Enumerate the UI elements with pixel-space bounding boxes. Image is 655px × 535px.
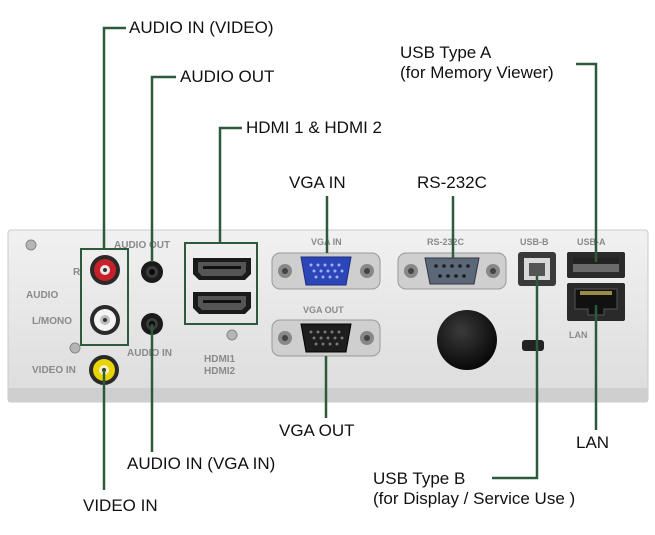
panel-label-hdmi2: HDMI2: [204, 366, 236, 377]
vga-in-port: [271, 252, 381, 290]
callout-usb-a: USB Type A (for Memory Viewer): [400, 43, 554, 83]
leader-audio-out: [150, 75, 176, 262]
leader-audio-in-video: [102, 26, 126, 249]
panel-label-video-in: VIDEO IN: [32, 365, 76, 376]
panel-label-audio-out: AUDIO OUT: [114, 240, 170, 251]
callout-usb-b-line2: (for Display / Service Use ): [373, 489, 576, 508]
lan-port: [567, 283, 625, 321]
panel-label-audio: AUDIO: [26, 290, 58, 301]
leader-usb-b: [492, 276, 539, 480]
callout-audio-out: AUDIO OUT: [180, 67, 275, 86]
panel-label-hdmi1: HDMI1: [204, 354, 236, 365]
rca-jack-white: [90, 305, 120, 335]
callout-rs232c: RS-232C: [417, 173, 487, 192]
leader-hdmi: [218, 126, 242, 243]
hdmi-port-1: [193, 258, 251, 280]
callout-video-in: VIDEO IN: [83, 496, 158, 515]
panel-label-r: R: [73, 267, 81, 278]
callout-lan: LAN: [576, 433, 610, 452]
audio-out-jack: [141, 261, 163, 283]
screw-icon: [25, 239, 238, 354]
panel-label-audio-in: AUDIO IN: [127, 348, 172, 359]
security-slot: [522, 340, 544, 351]
callout-usb-b-line1: USB Type B: [373, 469, 466, 488]
panel-label-vga-out: VGA OUT: [303, 305, 344, 315]
vga-out-port: [271, 319, 381, 357]
leader-usb-a: [576, 62, 598, 262]
panel-label-usb-b: USB-B: [520, 237, 549, 247]
panel-label-l-mono: L/MONO: [32, 316, 72, 327]
panel-label-rs232c: RS-232C: [427, 237, 465, 247]
panel-label-usb-a: USB-A: [577, 237, 606, 247]
hdmi-port-2: [193, 292, 251, 314]
callout-usb-a-line2: (for Memory Viewer): [400, 63, 554, 82]
callout-audio-in-vga-in: AUDIO IN (VGA IN): [127, 454, 276, 473]
callout-usb-b: USB Type B (for Display / Service Use ): [373, 469, 575, 509]
rs232c-port: [397, 252, 507, 290]
callout-audio-in-video: AUDIO IN (VIDEO): [129, 18, 274, 37]
rubber-foot: [437, 310, 497, 370]
panel-label-lan: LAN: [569, 330, 588, 340]
callout-usb-a-line1: USB Type A: [400, 43, 492, 62]
leader-lines: [102, 26, 598, 490]
usb-b-port: [518, 252, 556, 286]
rca-jack-red: [90, 255, 120, 285]
callout-vga-out: VGA OUT: [279, 421, 355, 440]
callout-vga-in: VGA IN: [289, 173, 346, 192]
callout-hdmi: HDMI 1 & HDMI 2: [246, 118, 383, 137]
